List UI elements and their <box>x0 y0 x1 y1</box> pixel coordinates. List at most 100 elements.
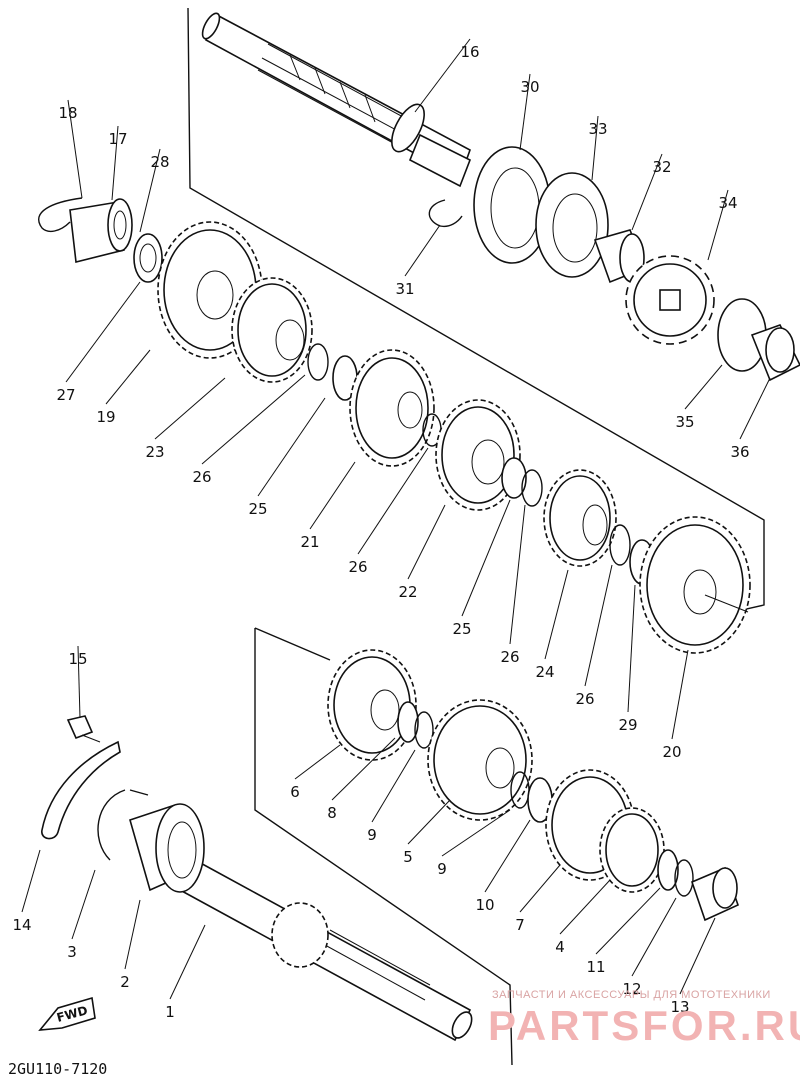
callout-36: 36 <box>730 443 749 461</box>
callout-13: 13 <box>670 998 689 1016</box>
callout-26: 26 <box>348 558 367 576</box>
callout-23: 23 <box>145 443 164 461</box>
callout-28: 28 <box>150 153 169 171</box>
washer-8 <box>397 701 419 743</box>
callout-26: 26 <box>575 690 594 708</box>
gear-4 <box>599 807 665 893</box>
leader-line-14 <box>21 849 41 913</box>
circlip-31 <box>428 199 463 228</box>
gear-21 <box>349 349 435 467</box>
bearing-33 <box>535 172 609 278</box>
callout-15: 15 <box>68 650 87 668</box>
leader-line-7 <box>519 864 561 913</box>
leader-line-26 <box>584 564 613 687</box>
leader-line-16 <box>414 38 471 113</box>
drawing-number: 2GU110-7120 <box>8 1060 107 1078</box>
main-axle-shaft <box>201 12 472 188</box>
washer-11 <box>657 849 679 891</box>
leader-line-3 <box>71 869 96 940</box>
leader-line-9 <box>371 749 416 823</box>
callout-32: 32 <box>652 158 671 176</box>
leader-line-4 <box>559 879 611 935</box>
callout-30: 30 <box>520 78 539 96</box>
callout-4: 4 <box>555 938 565 956</box>
callout-21: 21 <box>300 533 319 551</box>
leader-line-13 <box>679 917 716 995</box>
gear-5 <box>427 699 533 821</box>
leader-line-23 <box>154 377 226 440</box>
gear-20 <box>639 516 751 654</box>
circlip-12 <box>674 859 694 897</box>
leader-line-32 <box>631 153 663 231</box>
circlip-9-a <box>414 711 434 749</box>
washer-28 <box>133 233 163 283</box>
washer-25-b <box>501 457 527 499</box>
callout-22: 22 <box>398 583 417 601</box>
leader-line-31 <box>404 224 441 277</box>
callout-9: 9 <box>437 860 447 878</box>
leader-line-25 <box>461 499 511 617</box>
circlip-18 <box>38 197 83 233</box>
callout-27: 27 <box>56 386 75 404</box>
leader-line-25 <box>257 397 326 497</box>
leader-line-26 <box>201 374 306 465</box>
callout-26: 26 <box>500 648 519 666</box>
callout-17: 17 <box>108 130 127 148</box>
leader-line-29 <box>627 584 636 713</box>
watermark-tagline: ЗАПЧАСТИ И АКСЕССУАРЫ ДЛЯ МОТОТЕХНИКИ <box>492 989 771 1001</box>
leader-line-19 <box>105 349 151 405</box>
callout-7: 7 <box>515 916 525 934</box>
callout-18: 18 <box>58 104 77 122</box>
callout-8: 8 <box>327 804 337 822</box>
leader-line-24 <box>544 569 569 660</box>
callout-19: 19 <box>96 408 115 426</box>
leader-line-20 <box>671 649 689 740</box>
callout-11: 11 <box>586 958 605 976</box>
callout-25: 25 <box>452 620 471 638</box>
callout-31: 31 <box>395 280 414 298</box>
leader-line-26 <box>357 447 429 555</box>
leader-line-6 <box>294 744 341 780</box>
leader-line-17 <box>111 125 119 201</box>
callout-3: 3 <box>67 943 77 961</box>
leader-line-2 <box>124 899 141 970</box>
bearing-17 <box>69 198 133 263</box>
callout-35: 35 <box>675 413 694 431</box>
gear-6 <box>327 649 417 761</box>
bearing-2 <box>129 803 205 893</box>
main-shaft-1 <box>178 858 473 1042</box>
upper-shaft-frame <box>187 7 765 616</box>
leader-line-15 <box>77 645 81 719</box>
leader-line-36 <box>739 377 771 440</box>
leader-line-35 <box>684 364 723 410</box>
leader-line-26 <box>509 504 526 645</box>
leader-line-8 <box>331 737 396 801</box>
callout-34: 34 <box>718 194 737 212</box>
callout-29: 29 <box>618 716 637 734</box>
leader-line-12 <box>631 897 677 977</box>
circlip-26-c <box>521 469 543 507</box>
callout-6: 6 <box>290 783 300 801</box>
collar-32 <box>593 229 647 284</box>
leader-line-10 <box>484 819 531 893</box>
gear-22 <box>435 399 521 511</box>
callout-16: 16 <box>460 43 479 61</box>
callout-20: 20 <box>662 743 681 761</box>
gear-23 <box>231 277 313 383</box>
leader-line-11 <box>595 887 661 955</box>
leader-line-27 <box>65 281 141 383</box>
callout-33: 33 <box>588 120 607 138</box>
callout-12: 12 <box>622 980 641 998</box>
callout-2: 2 <box>120 973 130 991</box>
leader-line-33 <box>591 115 599 181</box>
callout-24: 24 <box>535 663 554 681</box>
leader-line-22 <box>407 504 446 580</box>
leader-line-1 <box>169 924 206 1000</box>
callout-1: 1 <box>165 1003 175 1021</box>
circlip-26-a <box>307 343 329 381</box>
leader-line-21 <box>309 461 356 530</box>
leader-line-30 <box>519 73 531 151</box>
callout-10: 10 <box>475 896 494 914</box>
